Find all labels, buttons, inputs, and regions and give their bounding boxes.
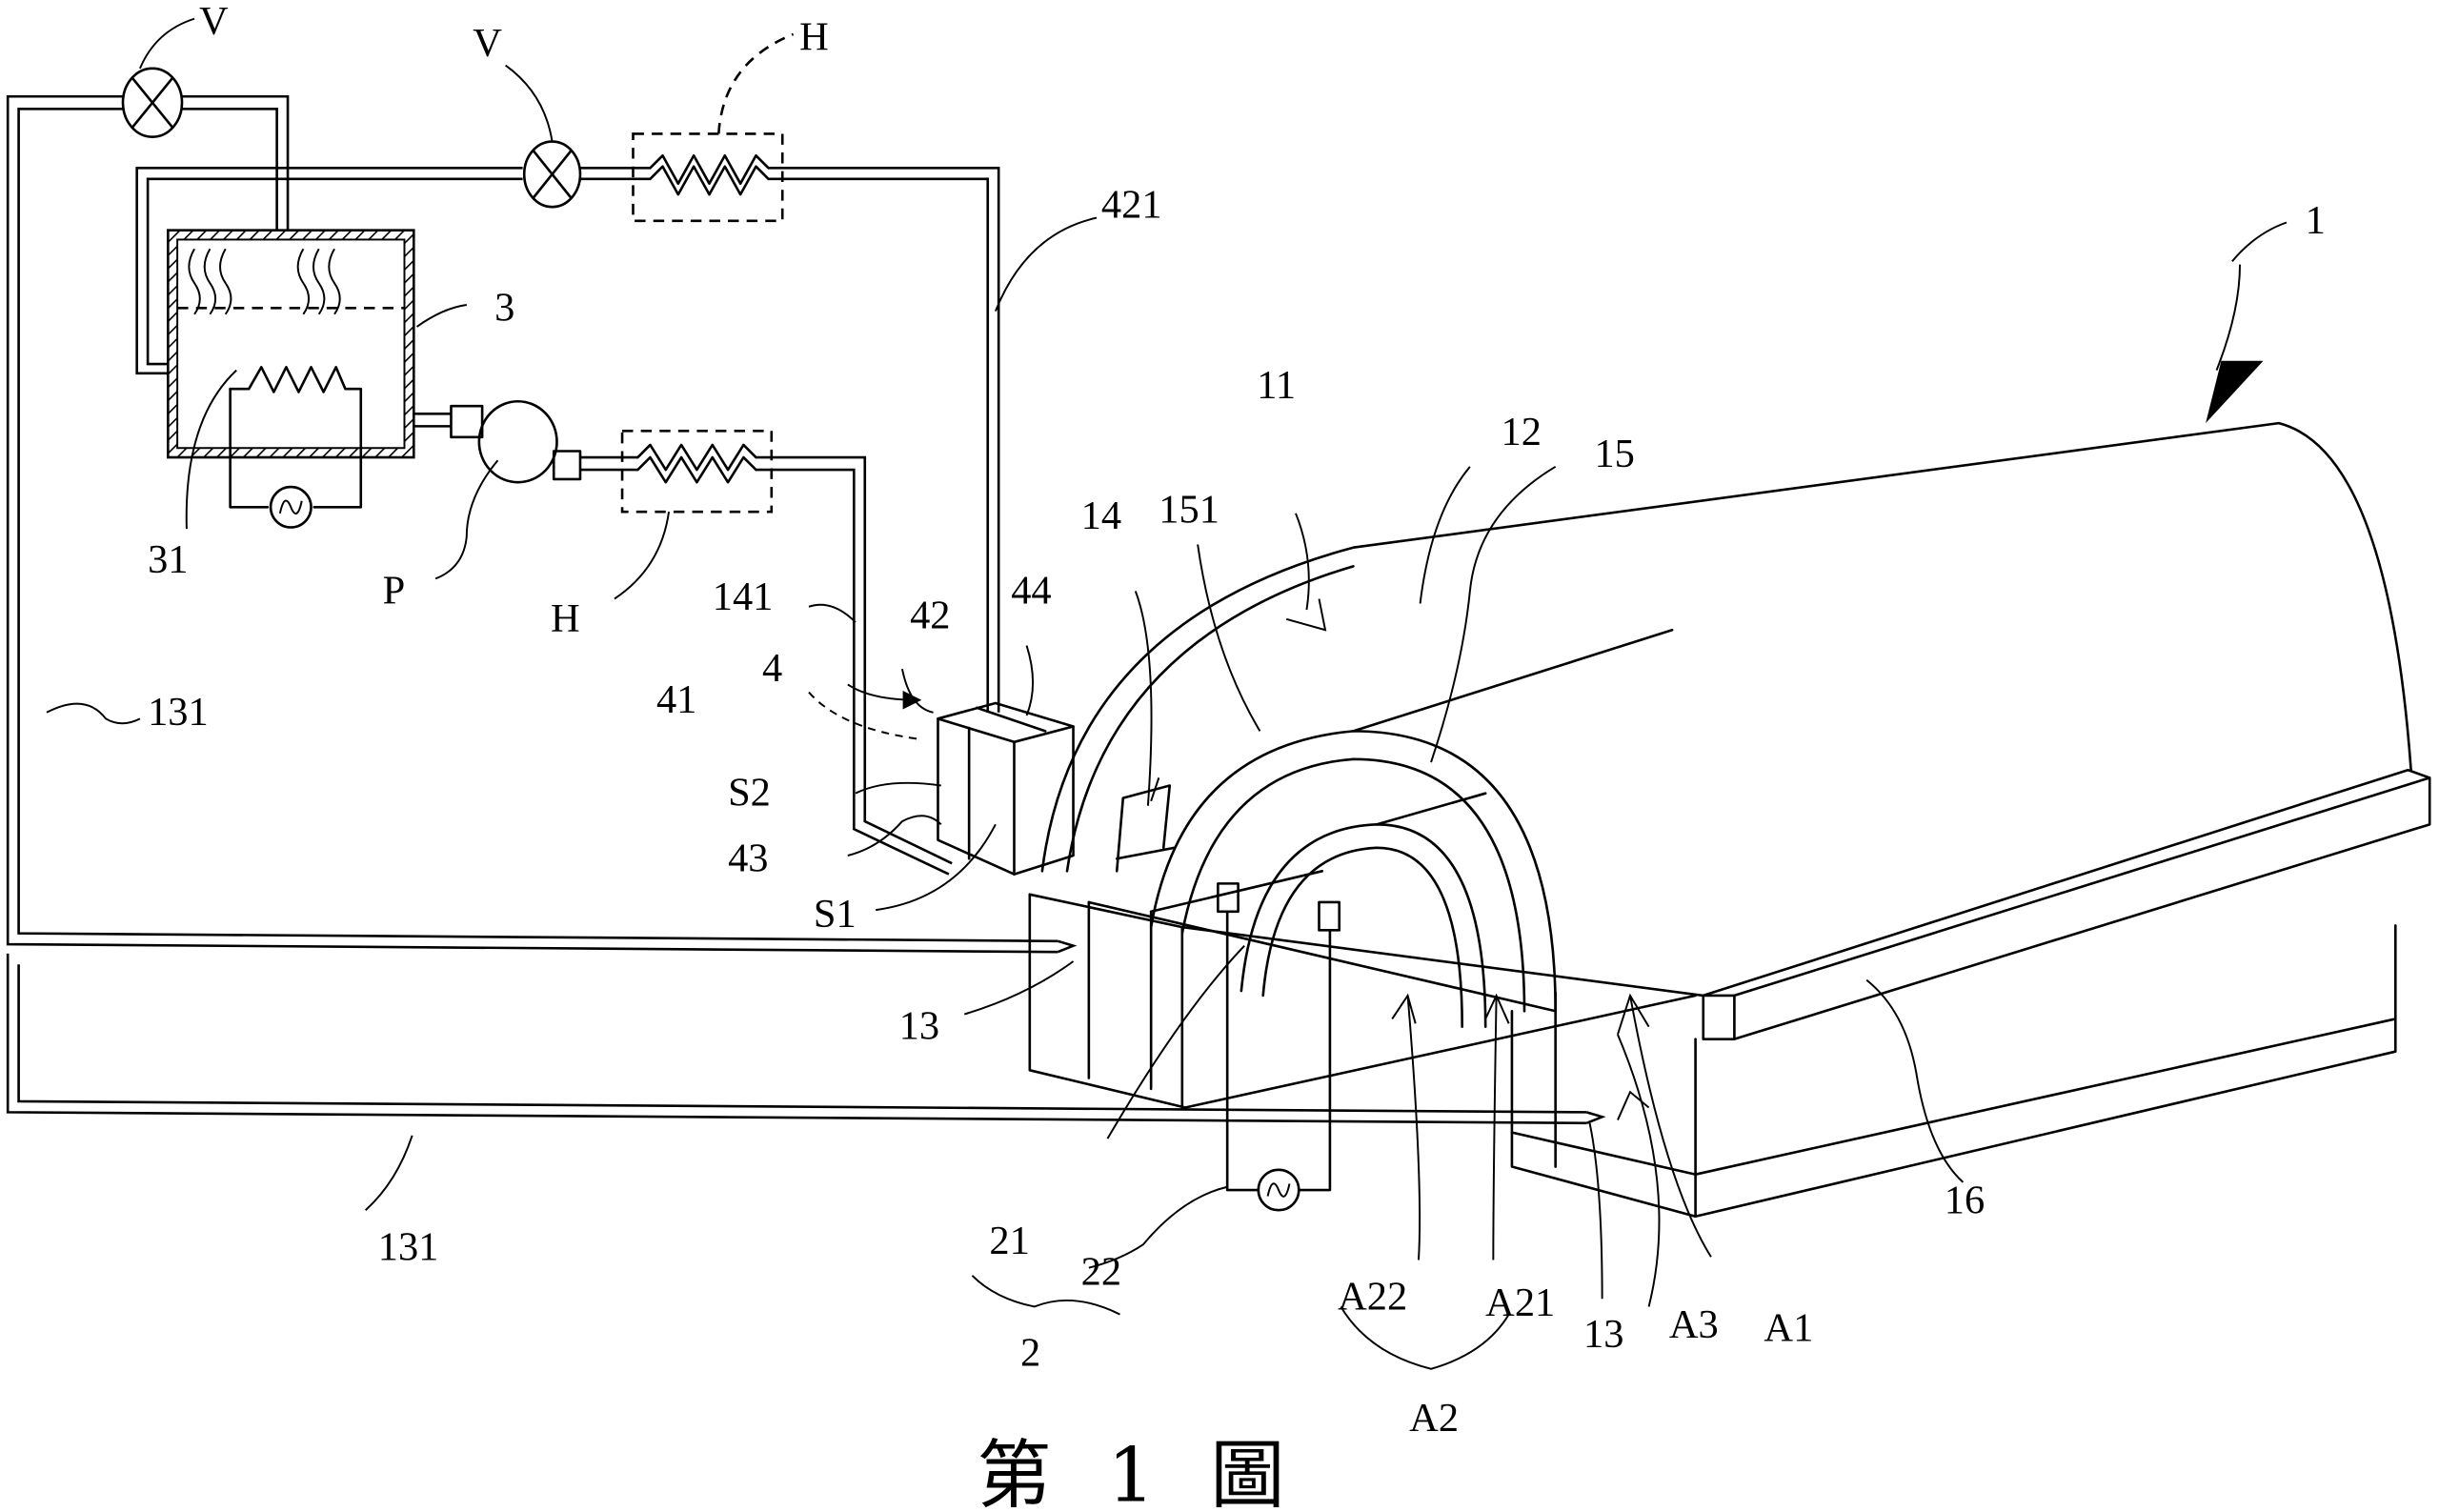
label-part-12: 12 bbox=[1502, 410, 1542, 454]
label-part-21: 21 bbox=[989, 1219, 1029, 1263]
label-valve-mid: V bbox=[473, 21, 502, 66]
caption-number: 1 bbox=[1107, 1433, 1155, 1512]
label-port-13-left: 13 bbox=[899, 1004, 939, 1049]
label-pipe-131-upper: 131 bbox=[148, 690, 209, 735]
label-group-2: 2 bbox=[1020, 1331, 1040, 1376]
labels: V V H 3 31 P H 421 141 42 44 4 41 S2 43 … bbox=[148, 0, 2326, 1441]
figure-caption: 第 1 圖 bbox=[977, 1433, 1284, 1512]
label-pipe-421: 421 bbox=[1101, 183, 1162, 228]
label-part-11: 11 bbox=[1257, 363, 1296, 408]
caption-char-1: 第 bbox=[977, 1433, 1051, 1512]
label-part-15: 15 bbox=[1594, 432, 1634, 476]
label-s2: S2 bbox=[728, 771, 771, 816]
label-heater-bottom: H bbox=[551, 596, 580, 641]
label-pipe-131-lower: 131 bbox=[378, 1224, 439, 1269]
device-1 bbox=[46, 221, 2431, 1370]
label-part-151: 151 bbox=[1159, 488, 1220, 533]
label-a3: A3 bbox=[1669, 1302, 1719, 1347]
label-group-a2: A2 bbox=[1409, 1396, 1459, 1441]
unit-4 bbox=[808, 645, 1075, 912]
label-pipe-141: 141 bbox=[713, 575, 774, 619]
label-port-13-right: 13 bbox=[1583, 1312, 1623, 1357]
label-valve-left: V bbox=[199, 0, 229, 44]
label-part-16: 16 bbox=[1945, 1179, 1985, 1223]
label-part-43: 43 bbox=[728, 836, 768, 880]
label-part-41: 41 bbox=[656, 677, 696, 722]
label-part-42: 42 bbox=[910, 594, 950, 638]
label-a1: A1 bbox=[1764, 1305, 1813, 1350]
label-unit-4: 4 bbox=[762, 646, 782, 691]
label-device-1: 1 bbox=[2306, 198, 2326, 243]
label-tank: 3 bbox=[494, 285, 514, 330]
label-part-44: 44 bbox=[1011, 569, 1051, 614]
label-part-22: 22 bbox=[1081, 1250, 1121, 1295]
pipe-131-loop bbox=[6, 94, 1606, 1125]
label-a22: A22 bbox=[1338, 1275, 1407, 1320]
caption-char-2: 圖 bbox=[1210, 1433, 1284, 1512]
pump-p bbox=[413, 399, 953, 876]
tank-3 bbox=[167, 229, 467, 530]
vapor-line bbox=[135, 32, 1098, 713]
label-s1: S1 bbox=[814, 892, 857, 937]
valve-left bbox=[121, 17, 290, 233]
label-a21: A21 bbox=[1485, 1280, 1555, 1325]
label-pump: P bbox=[383, 569, 406, 614]
label-heater-31: 31 bbox=[148, 537, 188, 582]
label-part-14: 14 bbox=[1081, 494, 1121, 538]
label-heater-top: H bbox=[799, 14, 829, 59]
